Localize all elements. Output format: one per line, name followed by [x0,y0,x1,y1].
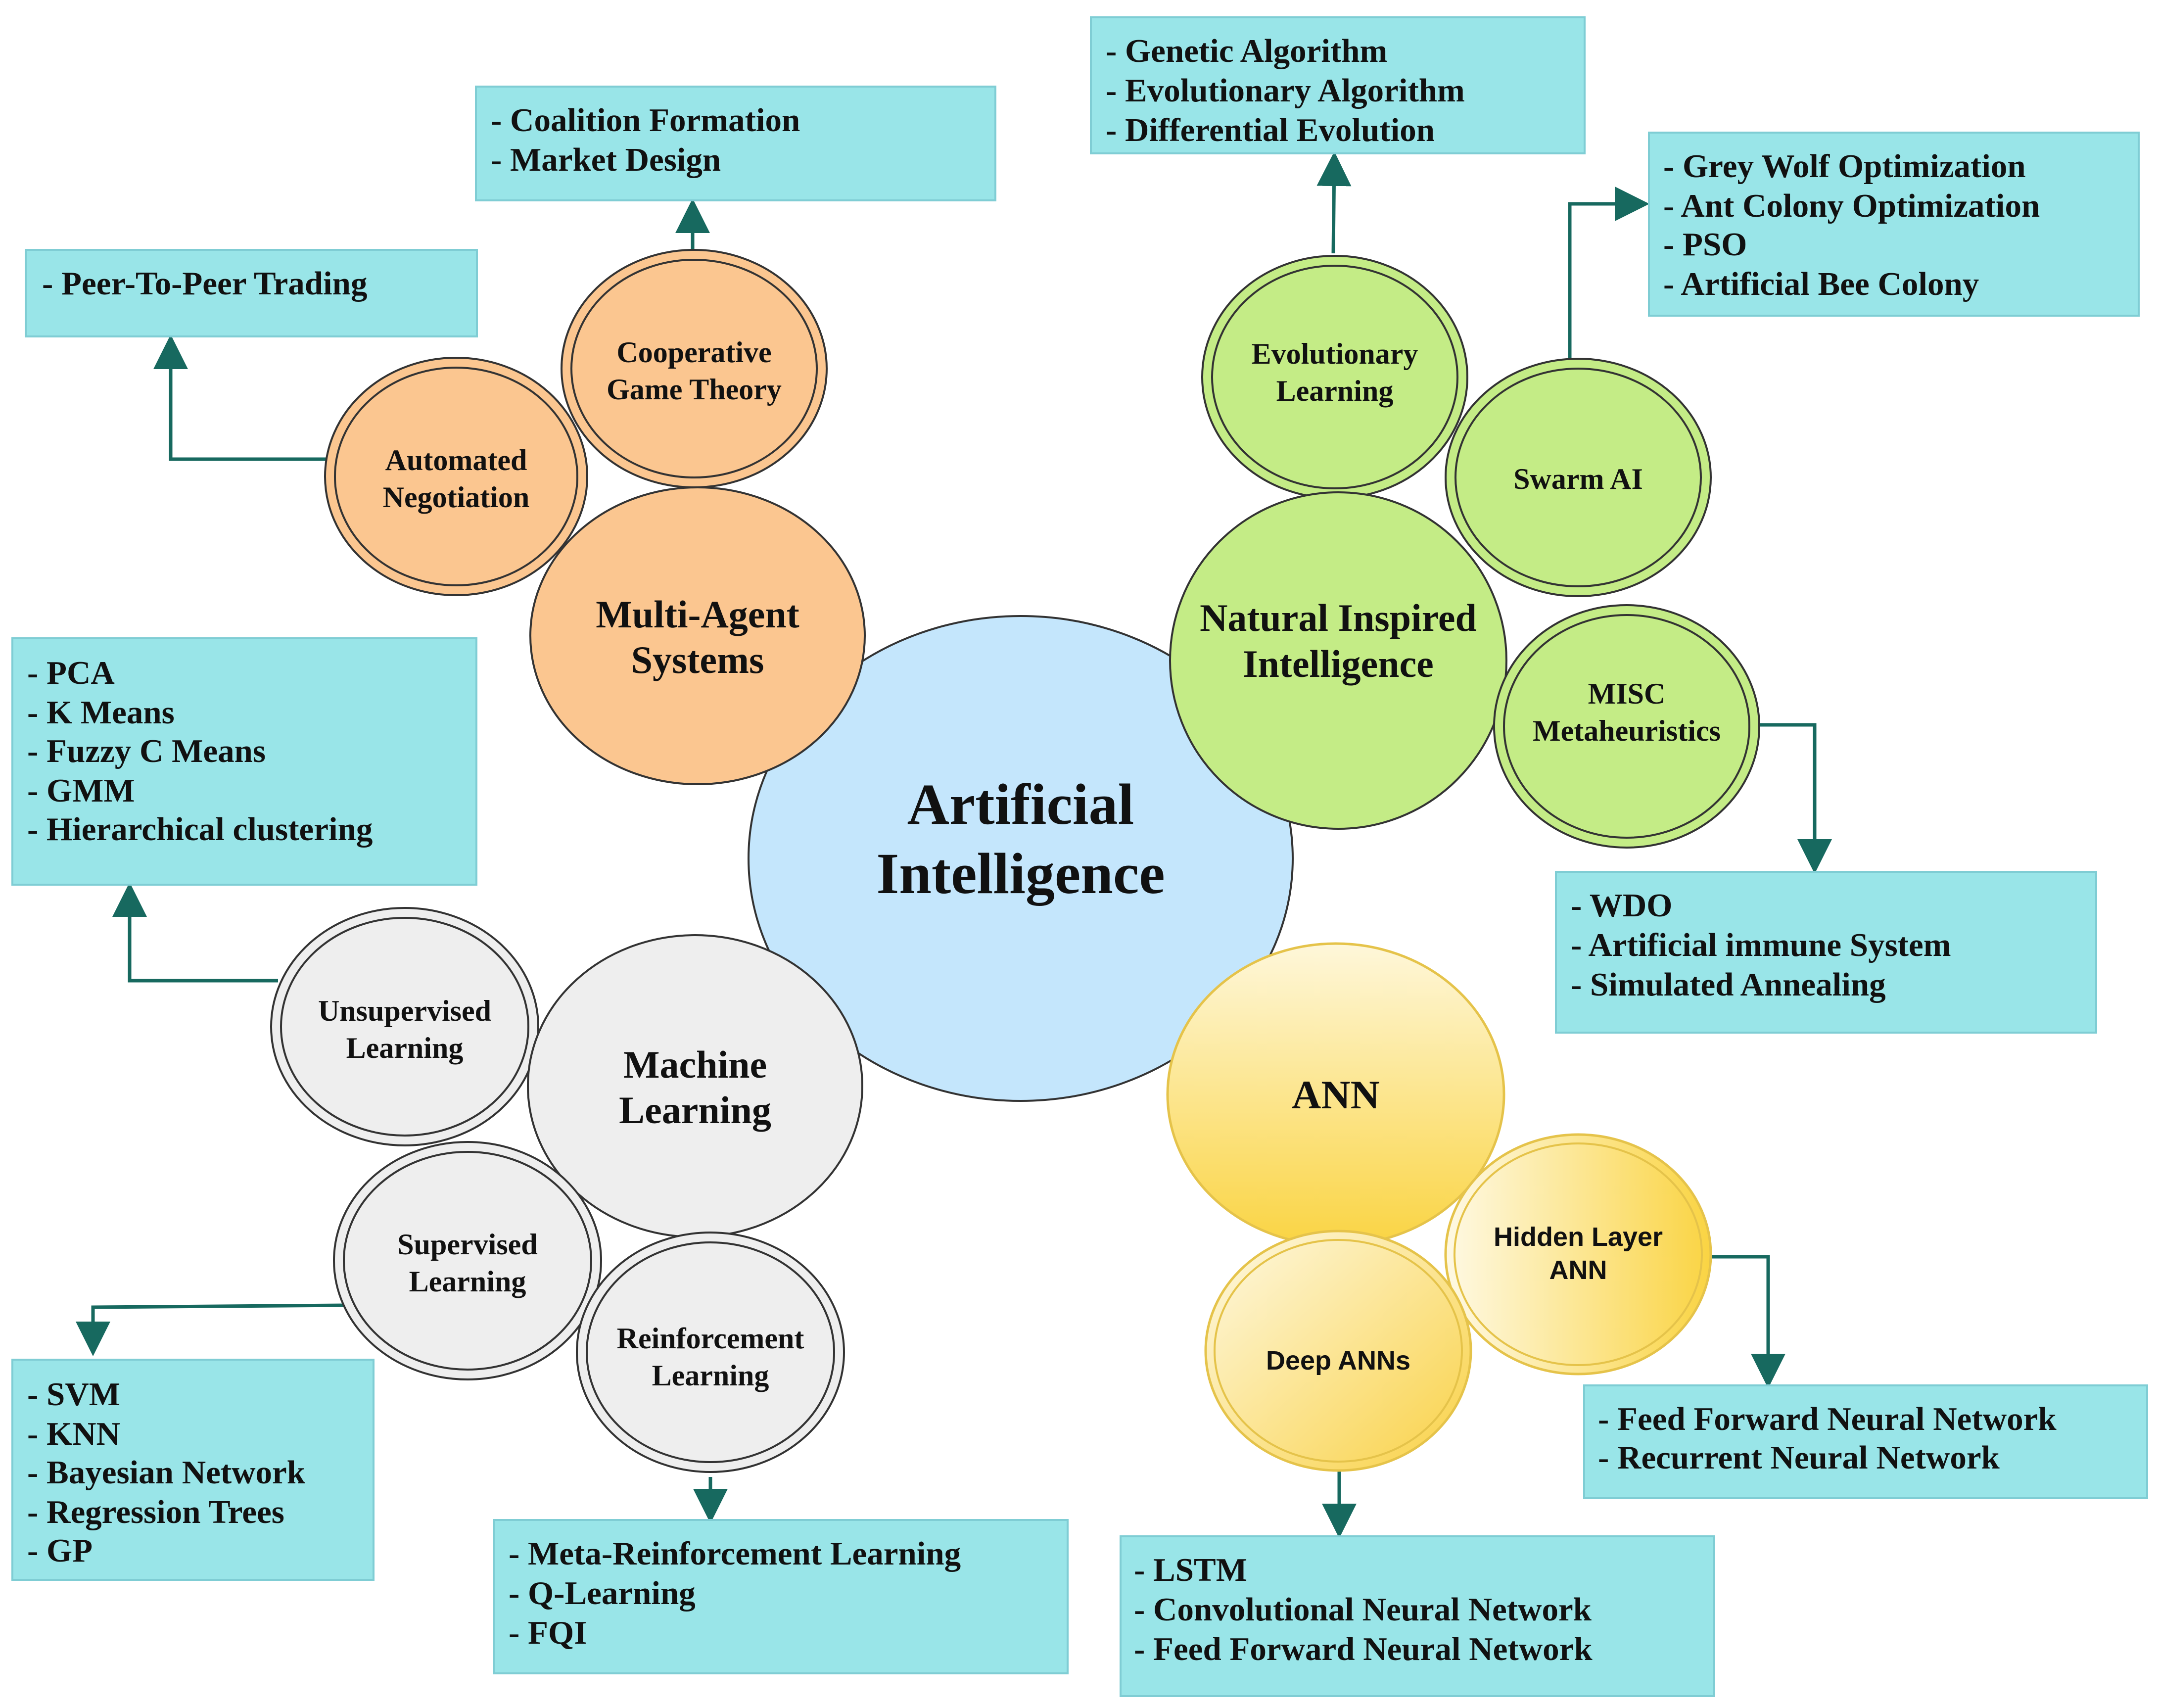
node-label: Systems [631,638,764,681]
node-label: MISC [1588,677,1666,710]
node-swarm-ai: Swarm AI [1445,358,1712,597]
node-label: Natural Inspired [1200,596,1477,639]
connector-hidden-layer-ann [1712,1255,1785,1388]
node-unsupervised-learning: Unsupervised Learning [270,907,539,1146]
box-item: - Market Design [491,142,721,178]
leaf-box-unsupervised-learning: - PCA - K Means - Fuzzy C Means - GMM - … [11,637,477,886]
leaf-box-evolutionary-learning: - Genetic Algorithm - Evolutionary Algor… [1090,16,1586,154]
box-item: - Regression Trees [27,1494,284,1530]
node-label: Deep ANNs [1266,1346,1410,1376]
node-hidden-layer-ann: Hidden Layer ANN [1444,1133,1712,1376]
box-item: - K Means [27,694,175,731]
box-item: - Grey Wolf Optimization [1663,148,2026,185]
node-misc-metaheuristics: MISC Metaheuristics [1493,604,1760,849]
box-item: - Simulated Annealing [1571,966,1886,1003]
leaf-box-peer-to-peer: - Peer-To-Peer Trading [25,249,478,337]
node-reinforcement-learning: Reinforcement Learning [576,1232,845,1473]
box-item: - Peer-To-Peer Trading [42,265,367,302]
box-item: - Artificial immune System [1571,927,1951,963]
leaf-box-cooperative-game-theory: - Coalition Formation - Market Design [475,86,996,201]
leaf-box-reinforcement-learning: - Meta-Reinforcement Learning - Q-Learni… [493,1519,1069,1674]
node-natural-inspired-intelligence: Natural Inspired Intelligence [1169,491,1507,830]
box-item: - LSTM [1134,1552,1247,1588]
box-item: - GMM [27,772,135,809]
connector-automated-negotiation [153,334,328,461]
node-deep-anns: Deep ANNs [1204,1230,1472,1472]
leaf-box-swarm-ai: - Grey Wolf Optimization - Ant Colony Op… [1648,132,2140,317]
node-evolutionary-learning: Evolutionary Learning [1201,255,1468,499]
box-item: - Differential Evolution [1106,112,1435,148]
box-item: - GP [27,1532,93,1569]
box-item: - Ant Colony Optimization [1663,188,2040,224]
central-node-artificial-intelligence: Artificial Intelligence [748,615,1294,1102]
central-title-line2: Intelligence [876,841,1165,906]
node-label: ANN [1292,1072,1380,1117]
box-item: - SVM [27,1376,120,1413]
connector-misc-metaheuristics [1755,723,1832,874]
node-label: Learning [652,1359,769,1392]
node-label: Learning [346,1032,464,1064]
connector-evolutionary-learning [1316,151,1352,254]
box-item: - PCA [27,655,115,691]
box-item: - Convolutional Neural Network [1134,1591,1592,1628]
node-label: Multi-Agent [596,593,799,636]
leaf-box-deep-anns: - LSTM - Convolutional Neural Network - … [1120,1535,1715,1697]
node-ann: ANN [1166,942,1505,1247]
box-item: - Artificial Bee Colony [1663,266,1979,302]
node-automated-negotiation: Automated Negotiation [324,357,588,596]
leaf-box-hidden-layer-ann: - Feed Forward Neural Network - Recurren… [1583,1384,2148,1499]
box-item: - Feed Forward Neural Network [1134,1631,1593,1667]
central-title-line1: Artificial [907,772,1134,837]
node-label: Negotiation [383,481,530,514]
connector-unsupervised-learning [112,882,278,983]
box-item: - Bayesian Network [27,1454,306,1491]
box-item: - Hierarchical clustering [27,811,373,848]
box-item: - Feed Forward Neural Network [1598,1401,2057,1437]
node-label: Evolutionary [1252,337,1418,370]
connectors [76,151,1832,1538]
connector-swarm-ai [1568,187,1649,362]
node-label: Learning [1276,375,1394,407]
node-cooperative-game-theory: Cooperative Game Theory [561,249,828,488]
connector-supervised-learning [76,1303,346,1356]
box-item: - Evolutionary Algorithm [1106,72,1465,109]
node-label: Swarm AI [1513,463,1643,495]
node-label: Automated [385,444,527,476]
box-item: - Coalition Formation [491,102,800,139]
box-item: - PSO [1663,226,1747,263]
node-label: Learning [619,1089,771,1132]
node-label: Supervised [397,1228,537,1261]
box-item: - Fuzzy C Means [27,733,266,769]
box-item: - Genetic Algorithm [1106,33,1387,69]
box-item: - FQI [509,1614,587,1651]
box-item: - Meta-Reinforcement Learning [509,1535,961,1572]
node-label: Hidden Layer [1494,1222,1663,1252]
node-supervised-learning: Supervised Learning [333,1141,602,1380]
node-label: Game Theory [607,373,782,406]
box-item: - WDO [1571,887,1672,924]
node-label: Metaheuristics [1533,714,1721,747]
leaf-box-supervised-learning: - SVM - KNN - Bayesian Network - Regress… [11,1359,375,1581]
node-multi-agent-systems: Multi-Agent Systems [529,486,866,785]
node-label: ANN [1549,1255,1607,1285]
box-item: - KNN [27,1416,120,1452]
node-machine-learning: Machine Learning [527,934,863,1238]
node-label: Intelligence [1243,642,1434,685]
node-label: Learning [409,1265,526,1298]
node-label: Cooperative [616,336,771,369]
node-label: Machine [623,1043,767,1086]
node-label: Unsupervised [318,995,491,1027]
box-item: - Q-Learning [509,1575,696,1612]
node-label: Reinforcement [617,1322,804,1355]
leaf-box-misc-metaheuristics: - WDO - Artificial immune System - Simul… [1555,871,2097,1034]
box-item: - Recurrent Neural Network [1598,1439,2000,1476]
